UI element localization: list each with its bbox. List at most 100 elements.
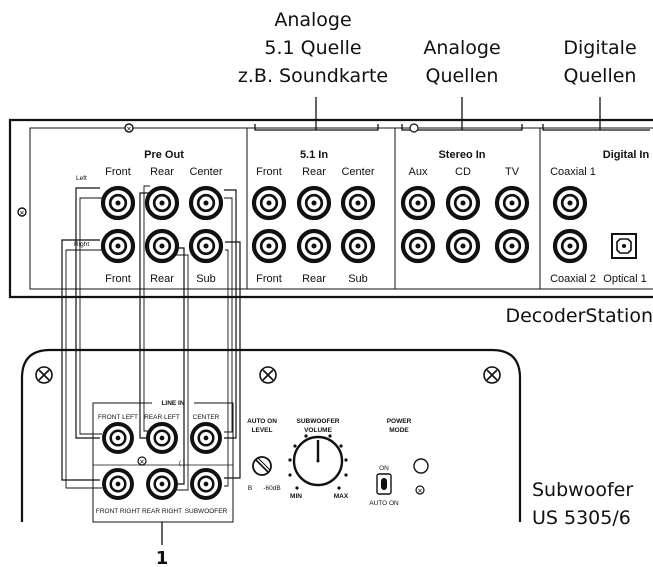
- volume-title-line1: SUBWOOFER: [297, 418, 340, 425]
- rca-jack-icon[interactable]: [100, 185, 136, 221]
- cable-rear-right: [176, 247, 185, 485]
- screw-icon: [259, 366, 277, 384]
- jack-label-front: Front: [105, 166, 131, 178]
- power-mode-line2: MODE: [389, 427, 409, 434]
- screw-icon: ✕: [124, 123, 134, 133]
- jack-label-rear-left: REAR LEFT: [144, 414, 180, 421]
- group-stereo-in: Stereo In: [438, 149, 485, 161]
- screw-icon: [483, 366, 501, 384]
- rca-jack-icon[interactable]: [296, 185, 332, 221]
- rca-jack-icon[interactable]: [188, 228, 224, 264]
- volume-min: MIN: [290, 493, 302, 500]
- rca-jack-icon[interactable]: [190, 422, 222, 454]
- rca-jack-icon[interactable]: [188, 185, 224, 221]
- caption-analog-51-line1: Analoge: [274, 9, 351, 31]
- jack-label-center: CENTER: [193, 414, 220, 421]
- side-right-label: Right: [74, 241, 89, 248]
- jack-label-sub: Sub: [348, 273, 368, 285]
- callout-marker: 1: [156, 522, 169, 567]
- decoder-station-name: DecoderStation: [505, 305, 653, 327]
- rca-jack-icon[interactable]: [400, 185, 436, 221]
- switch-on-label: ON: [379, 465, 389, 472]
- cable-rear-left: [139, 192, 149, 439]
- screw-icon: ✕: [415, 485, 425, 495]
- cable-front-right: [61, 239, 100, 481]
- rca-jack-icon[interactable]: [340, 185, 376, 221]
- rca-jack-icon[interactable]: [445, 228, 481, 264]
- screw-icon: ✕: [137, 456, 147, 466]
- subwoofer-panel: LINE IN FRONT LEFT REAR LEFT CENTER FRON…: [20, 348, 522, 523]
- svg-text:✕: ✕: [19, 210, 24, 217]
- rca-jack-icon[interactable]: [494, 228, 530, 264]
- caption-analog-line2: Quellen: [426, 65, 499, 87]
- cable-front-left: [75, 187, 100, 439]
- screw-icon: [409, 123, 419, 133]
- auto-on-level-line2: LEVEL: [252, 427, 273, 434]
- jack-label-coaxial-1: Coaxial 1: [550, 166, 596, 178]
- volume-title-line2: VOLUME: [304, 427, 332, 434]
- jack-label-rear-right: REAR RIGHT: [142, 508, 182, 515]
- rca-jack-icon[interactable]: [190, 468, 222, 500]
- rca-jack-icon[interactable]: [100, 228, 136, 264]
- jack-label-center: Center: [189, 166, 222, 178]
- rca-jack-icon[interactable]: [144, 185, 180, 221]
- caption-digital-line2: Quellen: [564, 65, 637, 87]
- screw-icon: [35, 366, 53, 384]
- screw-icon: ✕: [17, 207, 27, 217]
- group-51-in: 5.1 In: [300, 149, 328, 161]
- svg-text:✕: ✕: [139, 459, 144, 466]
- jack-label-front-left: FRONT LEFT: [98, 414, 138, 421]
- jack-label-sub: Sub: [196, 273, 216, 285]
- jack-label-tv: TV: [505, 166, 520, 178]
- caption-analog-51: Analoge 5.1 Quelle z.B. Soundkarte: [238, 9, 388, 87]
- power-mode-line1: POWER: [387, 418, 412, 425]
- auto-on-level-knob[interactable]: [252, 456, 272, 476]
- caption-analog-sources: Analoge Quellen: [423, 37, 500, 87]
- subwoofer-name-line2: US 5305/6: [532, 507, 631, 529]
- jack-label-cd: CD: [455, 166, 471, 178]
- jack-label-optical-1: Optical 1: [603, 273, 646, 285]
- jack-label-rear: Rear: [302, 166, 326, 178]
- jack-label-center: Center: [341, 166, 374, 178]
- volume-max: MAX: [334, 493, 349, 500]
- jack-label-front: Front: [256, 273, 282, 285]
- rca-jack-icon[interactable]: [445, 185, 481, 221]
- caption-digital-sources: Digitale Quellen: [563, 37, 636, 87]
- rca-jack-icon[interactable]: [102, 422, 134, 454]
- jack-label-rear: Rear: [150, 273, 174, 285]
- volume-knob[interactable]: [292, 435, 344, 487]
- rca-jack-icon[interactable]: [144, 228, 180, 264]
- optical-port-icon: [611, 233, 637, 259]
- cable-center: [224, 189, 237, 439]
- rca-jack-icon[interactable]: [296, 228, 332, 264]
- auto-on-level-line1: AUTO ON: [247, 418, 277, 425]
- svg-text:✕: ✕: [126, 126, 131, 133]
- rca-jack-icon[interactable]: [494, 185, 530, 221]
- subwoofer-jacks: [102, 422, 222, 500]
- rca-jack-icon[interactable]: [552, 228, 588, 264]
- rca-jack-icon[interactable]: [146, 422, 178, 454]
- jack-label-rear: Rear: [150, 166, 174, 178]
- connection-cables: [61, 185, 241, 491]
- jack-label-aux: Aux: [409, 166, 428, 178]
- jack-label-front: Front: [256, 166, 282, 178]
- rca-jack-icon[interactable]: [552, 185, 588, 221]
- rca-jack-icon[interactable]: [340, 228, 376, 264]
- switch-auto-on-label: AUTO ON: [369, 500, 399, 507]
- rca-jack-icon[interactable]: [251, 185, 287, 221]
- decoder-jacks: [100, 185, 588, 264]
- jack-label-coaxial-2: Coaxial 2: [550, 273, 596, 285]
- callout-number: 1: [156, 548, 169, 567]
- jack-label-subwoofer: SUBWOOFER: [185, 508, 228, 515]
- jack-label-front-right: FRONT RIGHT: [96, 508, 140, 515]
- auto-scale-min: B: [248, 485, 252, 492]
- rca-jack-icon[interactable]: [102, 468, 134, 500]
- caption-brackets: [254, 97, 650, 131]
- auto-scale-max: -60dB: [263, 485, 280, 492]
- rca-jack-icon[interactable]: [251, 228, 287, 264]
- rca-jack-icon[interactable]: [400, 228, 436, 264]
- rca-jack-icon[interactable]: [146, 468, 178, 500]
- side-left-label: Left: [76, 175, 87, 182]
- power-mode-switch[interactable]: [376, 473, 392, 495]
